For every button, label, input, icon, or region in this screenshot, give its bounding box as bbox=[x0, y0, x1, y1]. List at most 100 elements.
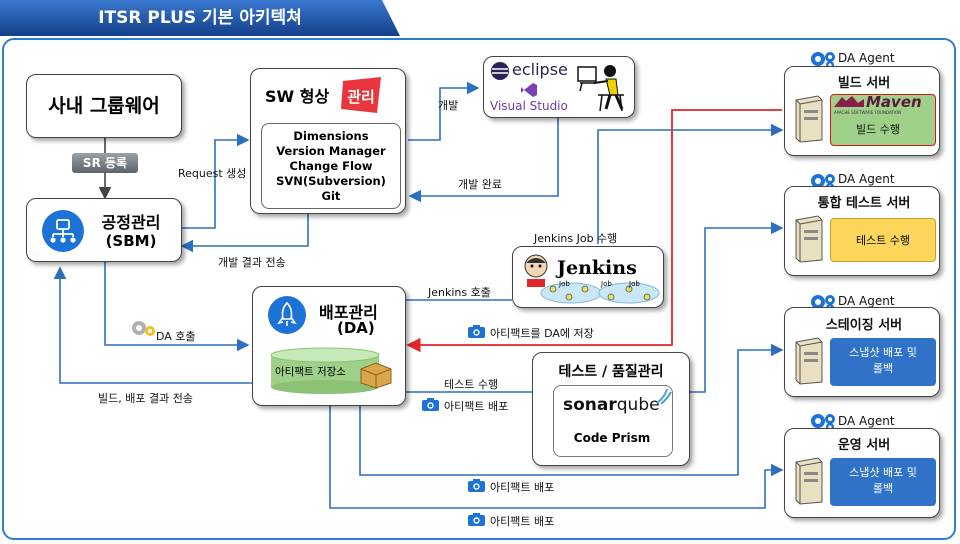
sonar-text: sonar bbox=[563, 395, 617, 415]
line-jenkins-job bbox=[597, 123, 784, 244]
gear-icon bbox=[132, 321, 155, 336]
sbm-box: 공정관리 (SBM) bbox=[26, 198, 182, 262]
prod-task: 스냅샷 배포 및 롤백 bbox=[830, 458, 936, 506]
sw-config-title-badge: 관리 bbox=[347, 88, 375, 106]
job-label-3: Job bbox=[629, 280, 640, 288]
da-box: 배포관리 (DA) 아티팩트 저장소 bbox=[252, 286, 406, 406]
label-jenkins-job: Jenkins Job 수행 bbox=[534, 232, 618, 245]
jenkins-label: Jenkins bbox=[557, 257, 637, 279]
groupware-box: 사내 그룹웨어 bbox=[26, 74, 182, 138]
ide-box: eclipse Visual Studio bbox=[483, 56, 635, 118]
label-build-deploy-result: 빌드, 배포 결과 전송 bbox=[98, 392, 193, 405]
tool-version-manager: Version Manager bbox=[276, 144, 386, 158]
server-name: 통합 테스트 서버 bbox=[817, 196, 911, 211]
code-prism-label: Code Prism bbox=[573, 431, 651, 445]
da-agent-label: DA Agent bbox=[838, 51, 895, 65]
maven-label: Maven bbox=[866, 93, 922, 111]
job-label-2: Job bbox=[601, 280, 612, 288]
label-artifact-deploy-2: 아티팩트 배포 bbox=[490, 481, 555, 494]
diagram-frame bbox=[2, 38, 956, 540]
line-qa-to-test bbox=[690, 221, 784, 393]
line-build-deploy-result bbox=[53, 266, 252, 384]
eclipse-icon bbox=[491, 62, 509, 80]
server-icon bbox=[795, 457, 823, 505]
visual-studio-icon bbox=[521, 83, 537, 97]
da-agent-label: DA Agent bbox=[838, 172, 895, 186]
staging-task-line1: 스냅샷 배포 및 bbox=[849, 346, 917, 359]
process-icon bbox=[42, 210, 84, 252]
box-package-icon bbox=[360, 362, 392, 389]
camera-icon bbox=[422, 398, 439, 411]
server-icon bbox=[795, 95, 823, 143]
camera-icon bbox=[468, 513, 485, 526]
staging-task: 스냅샷 배포 및 롤백 bbox=[830, 338, 936, 386]
prod-task-line2: 롤백 bbox=[872, 482, 894, 495]
maven-caption: APACHE SOFTWARE FOUNDATION bbox=[834, 110, 902, 115]
staging-task-line2: 롤백 bbox=[872, 362, 894, 375]
tool-git: Git bbox=[321, 189, 341, 203]
label-dev-done: 개발 완료 bbox=[458, 178, 502, 191]
title-tab bbox=[0, 0, 400, 36]
test-task-label: 테스트 수행 bbox=[855, 234, 911, 247]
sw-tools-box: Dimensions Version Manager Change Flow S… bbox=[261, 123, 401, 209]
visual-studio-label: Visual Studio bbox=[490, 99, 568, 113]
test-task: 테스트 수행 bbox=[830, 218, 936, 262]
job-label-1: Job bbox=[559, 280, 570, 288]
qube-text: qube bbox=[616, 395, 660, 415]
line-dev-done bbox=[408, 110, 559, 203]
line-deploy-prod bbox=[329, 405, 784, 509]
label-jenkins-call: Jenkins 호출 bbox=[428, 286, 491, 299]
developer-icon bbox=[577, 65, 624, 112]
line-request bbox=[180, 133, 250, 229]
sbm-line1: 공정관리 bbox=[101, 213, 161, 232]
maven-feather-icon bbox=[834, 96, 864, 107]
label-request: Request 생성 bbox=[178, 167, 247, 180]
sonar-wave-icon bbox=[656, 388, 672, 405]
sr-register-badge: SR 등록 bbox=[72, 153, 138, 173]
da-agent-label: DA Agent bbox=[838, 294, 895, 308]
label-dev-result: 개발 결과 전송 bbox=[218, 256, 286, 269]
camera-icon bbox=[468, 325, 485, 338]
server-name: 스테이징 서버 bbox=[825, 318, 903, 333]
tool-svn: SVN(Subversion) bbox=[276, 174, 386, 188]
line-deploy-staging bbox=[359, 343, 784, 476]
qa-box: 테스트 / 품질관리 sonarqube Code Prism bbox=[532, 352, 690, 466]
config-badge bbox=[341, 77, 381, 113]
sonarqube-logo: sonarqube bbox=[563, 395, 660, 415]
qa-title: 테스트 / 품질관리 bbox=[558, 364, 664, 380]
camera-icon bbox=[468, 479, 485, 492]
da-line2: (DA) bbox=[337, 319, 375, 337]
tool-dimensions: Dimensions bbox=[293, 129, 369, 143]
sw-config-title: SW 형상 bbox=[265, 87, 330, 106]
prod-task-line1: 스냅샷 배포 및 bbox=[849, 466, 917, 479]
line-dev-result bbox=[180, 214, 309, 253]
server-icon bbox=[795, 215, 823, 263]
label-artifact-deploy-3: 아티팩트 배포 bbox=[490, 515, 555, 528]
label-test-run: 테스트 수행 bbox=[444, 378, 499, 391]
sbm-line2: (SBM) bbox=[105, 232, 157, 250]
deploy-rocket-icon bbox=[268, 296, 306, 334]
server-name: 빌드 서버 bbox=[837, 76, 891, 91]
sonar-panel bbox=[553, 385, 673, 457]
line-da-call bbox=[104, 262, 250, 352]
sr-register-label: SR 등록 bbox=[82, 156, 128, 170]
label-save-artifact: 아티팩트를 DA에 저장 bbox=[490, 327, 594, 340]
server-name: 운영 서버 bbox=[837, 438, 891, 453]
groupware-label: 사내 그룹웨어 bbox=[48, 95, 160, 117]
line-dev bbox=[408, 81, 480, 141]
gear-icon bbox=[811, 52, 835, 69]
label-dev: 개발 bbox=[438, 99, 459, 112]
da-line1: 배포관리 bbox=[319, 303, 378, 322]
label-da-call: DA 호출 bbox=[156, 330, 196, 343]
build-task-label: 빌드 수행 bbox=[856, 123, 900, 136]
artifact-store-label: 아티팩트 저장소 bbox=[275, 366, 346, 378]
da-agent-label: DA Agent bbox=[838, 414, 895, 428]
sw-config-box: SW 형상 관리 Dimensions Version Manager Chan… bbox=[250, 68, 406, 214]
line-save-artifact bbox=[406, 109, 782, 353]
jenkins-box: Jenkins Job Job Job bbox=[512, 246, 664, 308]
page-title: ITSR PLUS 기본 아키텍쳐 bbox=[98, 8, 302, 28]
job-chain-graphic bbox=[540, 282, 660, 304]
server-icon bbox=[795, 337, 823, 385]
tool-change-flow: Change Flow bbox=[289, 159, 373, 173]
jenkins-icon bbox=[524, 254, 548, 287]
